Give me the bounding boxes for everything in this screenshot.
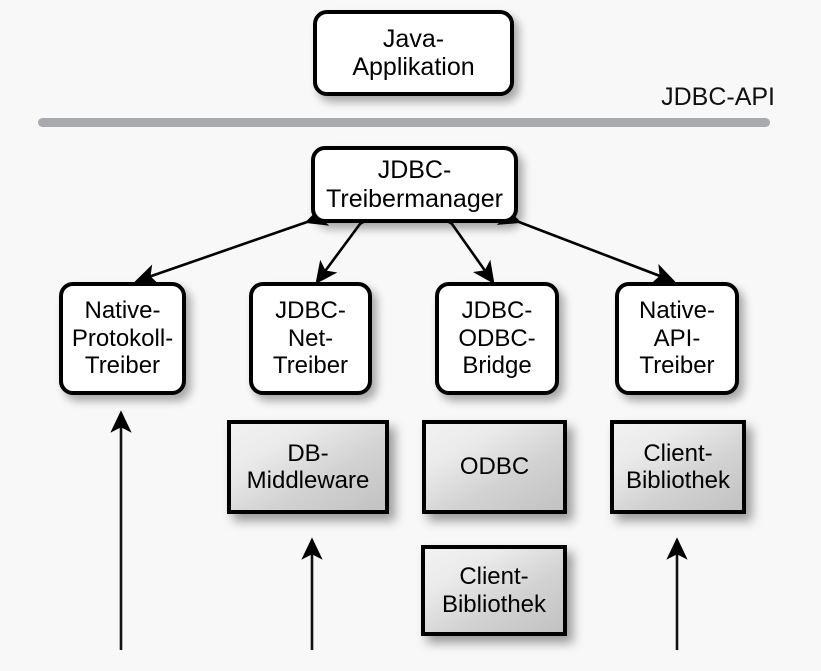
box-client-bibliothek-middle[interactable]: Client- Bibliothek bbox=[421, 545, 567, 636]
box-jdbc-treibermanager[interactable]: JDBC- Treibermanager bbox=[311, 146, 518, 223]
box-db-middleware[interactable]: DB- Middleware bbox=[227, 420, 389, 514]
box-jdbc-net-treiber-label: JDBC- Net- Treiber bbox=[272, 297, 349, 380]
box-jdbc-odbc-bridge[interactable]: JDBC- ODBC- Bridge bbox=[435, 282, 559, 395]
box-db-middleware-label: DB- Middleware bbox=[246, 439, 370, 494]
link-manager-native-protokoll bbox=[134, 205, 330, 285]
box-odbc-label: ODBC bbox=[459, 453, 530, 481]
jdbc-api-label: JDBC-API bbox=[661, 83, 775, 111]
jdbc-api-separator-bar bbox=[38, 118, 770, 127]
box-jdbc-treibermanager-label: JDBC- Treibermanager bbox=[326, 156, 503, 213]
box-native-api-treiber-label: Native- API- Treiber bbox=[638, 297, 716, 380]
box-client-bibliothek-right-label: Client- Bibliothek bbox=[625, 439, 731, 494]
link-manager-native-api bbox=[496, 204, 676, 284]
link-manager-jdbc-net bbox=[315, 201, 381, 285]
box-java-application[interactable]: Java- Applikation bbox=[313, 10, 514, 96]
box-jdbc-net-treiber[interactable]: JDBC- Net- Treiber bbox=[249, 282, 372, 395]
box-odbc[interactable]: ODBC bbox=[422, 420, 567, 514]
box-java-application-label: Java- Applikation bbox=[352, 24, 475, 82]
box-native-protokoll-treiber-label: Native- Protokoll- Treiber bbox=[71, 297, 174, 380]
box-client-bibliothek-middle-label: Client- Bibliothek bbox=[441, 563, 547, 618]
box-jdbc-odbc-bridge-label: JDBC- ODBC- Bridge bbox=[458, 297, 536, 380]
box-client-bibliothek-right[interactable]: Client- Bibliothek bbox=[610, 420, 746, 514]
box-native-protokoll-treiber[interactable]: Native- Protokoll- Treiber bbox=[59, 282, 186, 395]
box-native-api-treiber[interactable]: Native- API- Treiber bbox=[615, 282, 739, 395]
link-manager-jdbc-odbc bbox=[431, 201, 495, 285]
